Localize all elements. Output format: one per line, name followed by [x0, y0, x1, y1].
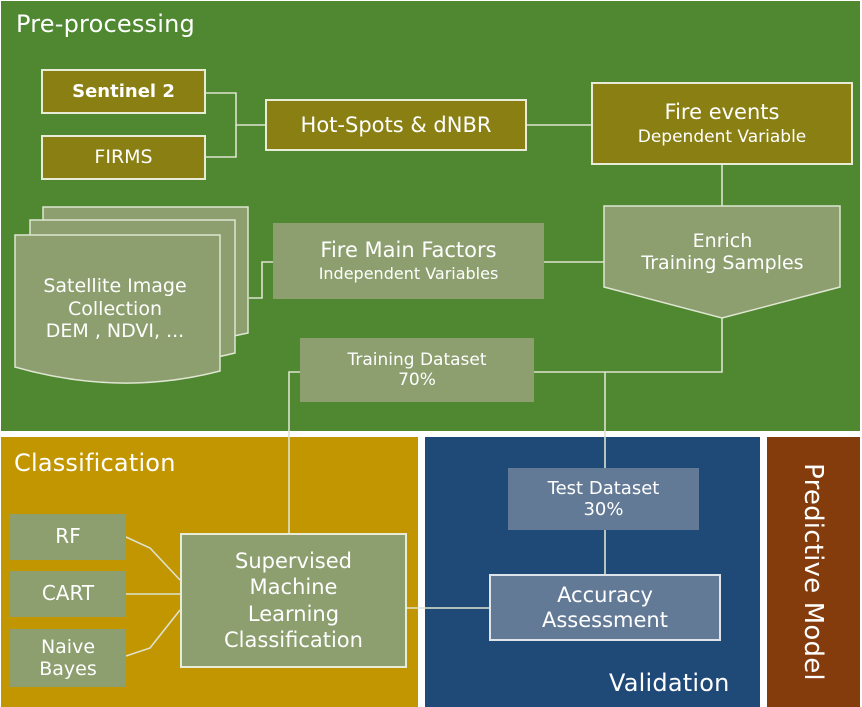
preprocessing-title: Pre-processing [16, 10, 195, 38]
enrich-line-2: Training Samples [641, 252, 804, 274]
fire-events-subtitle: Dependent Variable [637, 126, 807, 147]
satellite-image-text: Satellite Image Collection DEM , NDVI, .… [15, 264, 215, 354]
fire-events-box: Fire events Dependent Variable [591, 82, 853, 165]
training-dataset-line-2: 70% [398, 370, 436, 390]
training-dataset-line-1: Training Dataset [347, 349, 487, 370]
enrich-line-1: Enrich [692, 229, 753, 252]
satellite-line-2: Collection [68, 297, 162, 320]
cart-label: CART [41, 581, 95, 606]
supervised-ml-box: Supervised Machine Learning Classificati… [180, 533, 407, 668]
accuracy-assessment-box: Accuracy Assessment [489, 574, 721, 641]
sentinel-2-label: Sentinel 2 [72, 80, 175, 102]
enrich-text: Enrich Training Samples [605, 222, 840, 282]
supervised-ml-line-4: Classification [224, 627, 363, 652]
fire-main-factors-subtitle: Independent Variables [318, 264, 499, 284]
firms-label: FIRMS [94, 146, 153, 169]
accuracy-line-1: Accuracy [557, 582, 653, 607]
test-dataset-box: Test Dataset 30% [508, 468, 699, 530]
supervised-ml-line-1: Supervised [235, 549, 352, 573]
naive-bayes-line-1: Naive [40, 635, 96, 658]
hotspots-dnbr-box: Hot-Spots & dNBR [265, 99, 527, 151]
satellite-line-1: Satellite Image [43, 275, 187, 298]
rf-label: RF [55, 524, 81, 549]
naive-bayes-box: Naive Bayes [10, 629, 126, 687]
supervised-ml-line-3: Learning [247, 601, 340, 626]
supervised-ml-line-2: Machine [249, 575, 338, 600]
rf-box: RF [10, 514, 126, 560]
test-dataset-line-2: 30% [583, 499, 624, 520]
classification-title: Classification [14, 449, 176, 477]
hotspots-dnbr-label: Hot-Spots & dNBR [300, 112, 492, 137]
accuracy-line-2: Assessment [542, 607, 668, 632]
validation-title: Validation [609, 669, 730, 697]
cart-box: CART [10, 571, 126, 617]
fire-main-factors-box: Fire Main Factors Independent Variables [273, 223, 544, 299]
sentinel-2-box: Sentinel 2 [41, 69, 206, 114]
fire-main-factors-title: Fire Main Factors [320, 237, 497, 262]
predictive-model-panel [767, 437, 860, 707]
training-dataset-box: Training Dataset 70% [300, 338, 534, 402]
test-dataset-line-1: Test Dataset [547, 477, 660, 499]
predictive-model-title: Predictive Model [798, 463, 828, 681]
satellite-line-3: DEM , NDVI, ... [45, 320, 185, 343]
fire-events-title: Fire events [664, 100, 780, 125]
naive-bayes-line-2: Bayes [39, 658, 97, 680]
enrich-shape [603, 205, 841, 319]
firms-box: FIRMS [41, 135, 206, 180]
satellite-image-stack [14, 206, 249, 384]
